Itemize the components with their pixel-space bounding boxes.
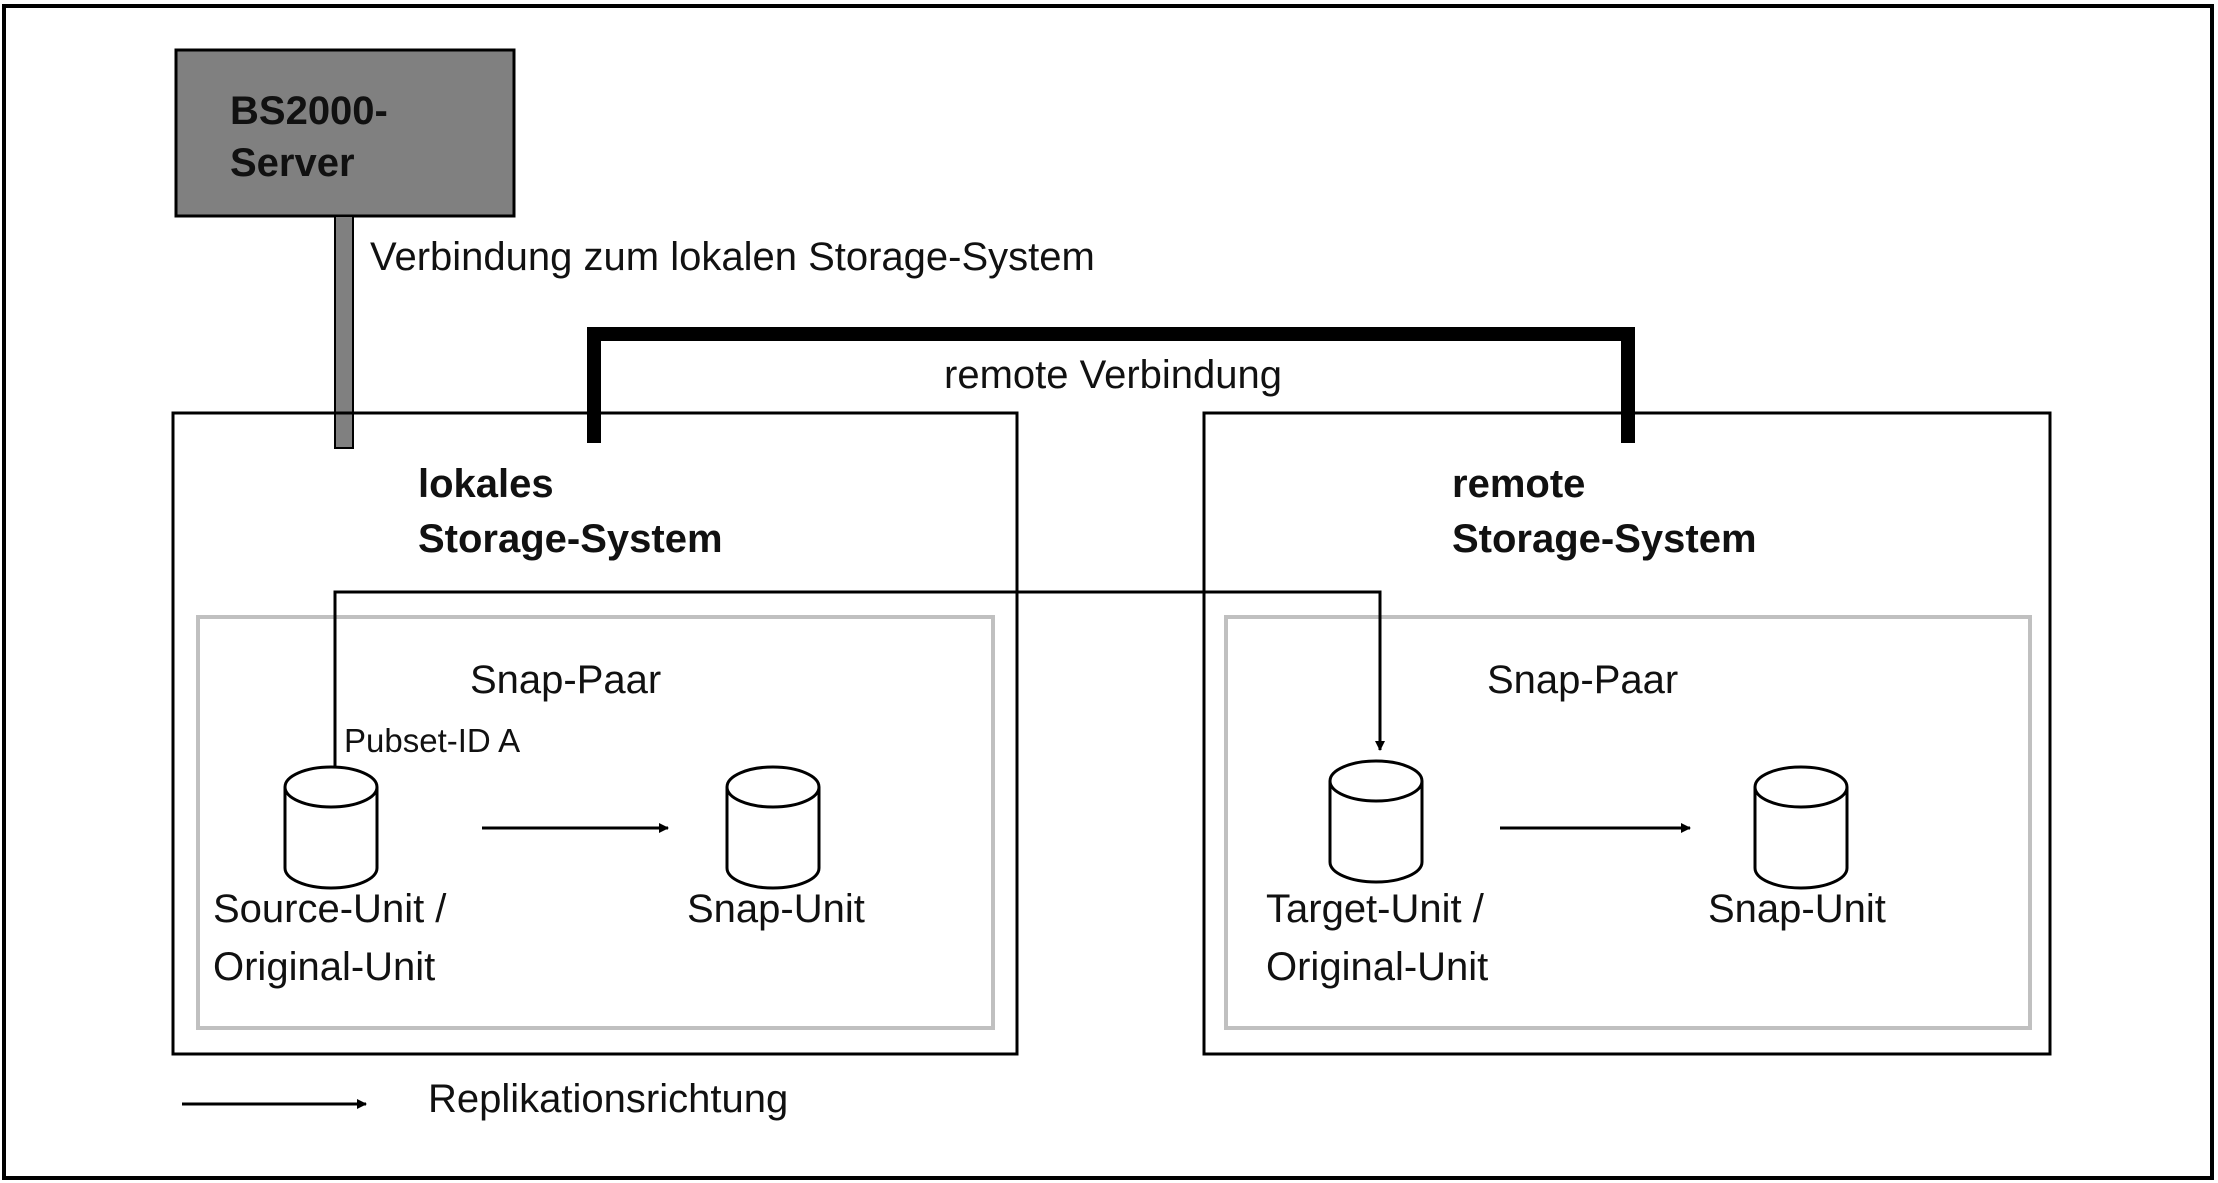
- remote-system-title-line1: remote: [1452, 462, 1585, 506]
- server-box: [174, 48, 516, 218]
- remote-storage-system: remote Storage-System Snap-Paar Target-U…: [1202, 411, 2052, 1056]
- remote-connection-label: remote Verbindung: [944, 353, 1282, 397]
- source-unit-label-line2: Original-Unit: [213, 945, 435, 989]
- server-label-line2: Server: [230, 141, 355, 185]
- remote-connection-line: [587, 327, 1635, 443]
- cross-system-replication-line: [333, 590, 1385, 767]
- pubset-id-label: Pubset-ID A: [344, 722, 520, 759]
- source-unit-disk-icon: [283, 765, 379, 890]
- local-snap-pair-box: [196, 615, 995, 1030]
- local-system-title-line2: Storage-System: [418, 517, 723, 561]
- remote-system-box: [1202, 411, 2052, 1056]
- source-unit-label-line1: Source-Unit /: [213, 887, 447, 931]
- target-unit-label-line1: Target-Unit /: [1266, 887, 1485, 931]
- remote-system-title-line2: Storage-System: [1452, 517, 1757, 561]
- local-connection-bar: [334, 215, 354, 449]
- server-label-line1: BS2000-: [230, 89, 388, 133]
- local-storage-system: lokales Storage-System Snap-Paar Pubset-…: [171, 411, 1019, 1056]
- local-system-box: [171, 411, 1019, 1056]
- legend: Replikationsrichtung: [182, 1077, 788, 1121]
- local-snap-unit-disk-icon: [725, 765, 821, 890]
- local-connection-label: Verbindung zum lokalen Storage-System: [370, 235, 1095, 279]
- legend-label: Replikationsrichtung: [428, 1077, 788, 1121]
- target-unit-label-line2: Original-Unit: [1266, 945, 1488, 989]
- outer-frame: [2, 4, 2214, 1180]
- local-system-title-line1: lokales: [418, 462, 554, 506]
- target-unit-disk-icon: [1328, 759, 1424, 884]
- local-snap-pair-label: Snap-Paar: [470, 658, 661, 702]
- remote-snap-pair-box: [1224, 615, 2032, 1030]
- bs2000-server: BS2000- Server: [174, 48, 516, 218]
- local-snap-unit-label: Snap-Unit: [687, 887, 865, 931]
- remote-snap-pair-label: Snap-Paar: [1487, 658, 1678, 702]
- remote-snap-unit-label: Snap-Unit: [1708, 887, 1886, 931]
- remote-snap-unit-disk-icon: [1753, 765, 1849, 890]
